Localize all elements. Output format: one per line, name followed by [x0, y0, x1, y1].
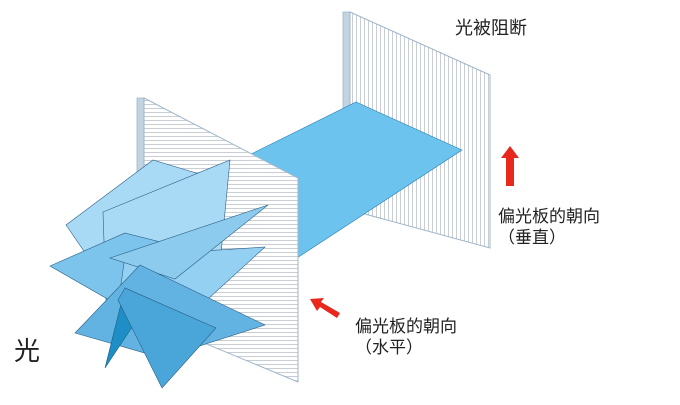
horizontal-polarizer-caption: 偏光板的朝向 （水平） — [355, 317, 457, 360]
horizontal-orientation-arrow — [310, 298, 340, 318]
horizontal-caption-line2: （水平） — [355, 338, 423, 359]
vertical-orientation-arrow — [501, 146, 519, 186]
light-label: 光 — [14, 337, 41, 367]
horizontal-caption-line1: 偏光板的朝向 — [355, 317, 457, 337]
light-blocked-label: 光被阻断 — [455, 18, 527, 39]
light-wave-plane — [117, 287, 217, 389]
vertical-polarizer-caption: 偏光板的朝向 （垂直） — [498, 207, 600, 250]
incoming-light-waves — [49, 159, 269, 389]
vertical-caption-line1: 偏光板的朝向 — [498, 207, 600, 227]
vertical-caption-line2: （垂直） — [498, 228, 566, 249]
